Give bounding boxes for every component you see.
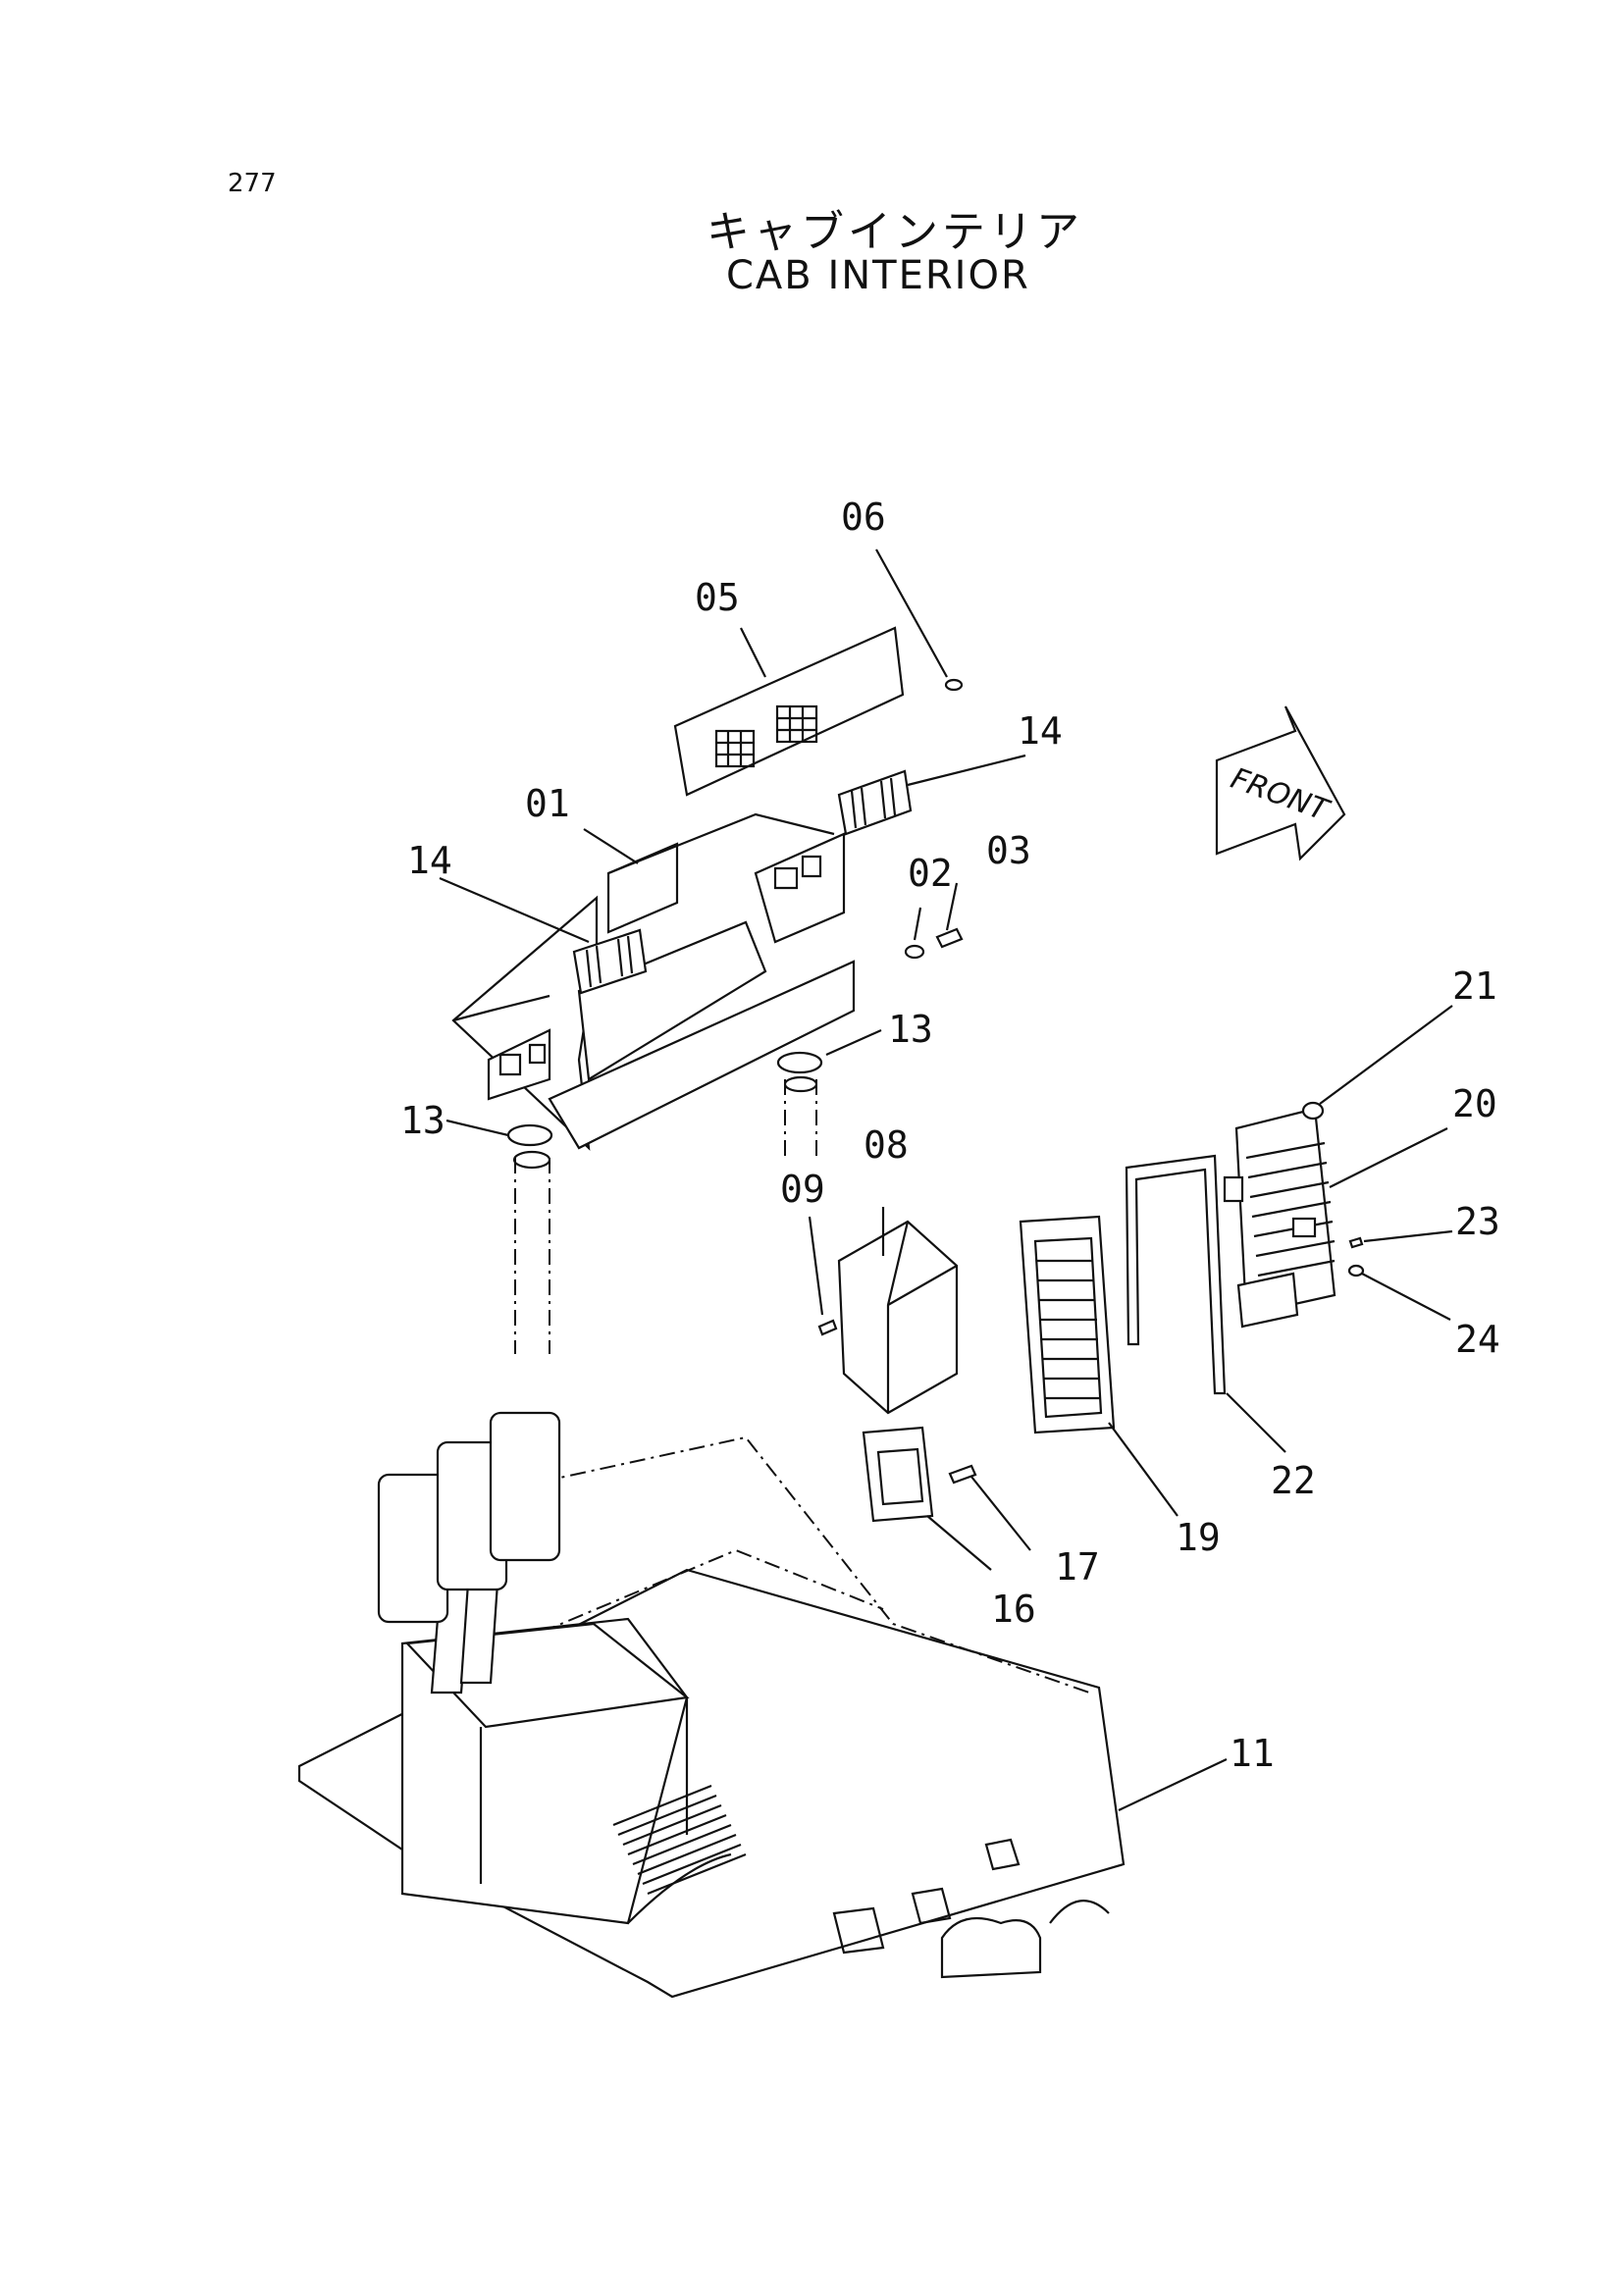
callout-03: 03 xyxy=(986,829,1031,872)
callout-13-left: 13 xyxy=(400,1099,445,1142)
callout-19: 19 xyxy=(1176,1516,1221,1559)
part-05-panel xyxy=(673,626,905,797)
callout-14-left: 14 xyxy=(407,839,452,882)
part-16-frame xyxy=(862,1426,934,1523)
part-19-filter xyxy=(1019,1215,1116,1434)
title-english: CAB INTERIOR xyxy=(726,253,1030,298)
callout-14-right: 14 xyxy=(1018,709,1063,753)
part-06-screw xyxy=(944,678,964,692)
callout-06: 06 xyxy=(841,495,886,539)
part-21-knob xyxy=(1301,1101,1325,1121)
callout-02: 02 xyxy=(908,852,953,895)
callout-24: 24 xyxy=(1455,1318,1500,1361)
part-20-grille xyxy=(1223,1107,1336,1329)
part-02-washer xyxy=(904,944,925,960)
callout-09: 09 xyxy=(780,1168,825,1211)
part-08-cover xyxy=(837,1220,959,1415)
title-japanese: キャブインテリア xyxy=(707,207,1083,257)
part-24-washer xyxy=(1347,1264,1365,1277)
callout-23: 23 xyxy=(1455,1200,1500,1243)
part-22-gasket xyxy=(1125,1154,1227,1395)
part-01-console xyxy=(451,812,856,1151)
callout-01: 01 xyxy=(525,782,570,825)
seat-cushions xyxy=(377,1411,561,1624)
callout-08: 08 xyxy=(864,1123,909,1167)
pillar-lines xyxy=(512,1075,818,1354)
callout-05: 05 xyxy=(695,576,740,619)
part-03-bolt xyxy=(935,927,964,949)
part-17-bolt xyxy=(948,1464,977,1485)
part-14-vent-right xyxy=(837,769,913,836)
part-14-vent-left xyxy=(572,928,648,995)
callout-21: 21 xyxy=(1452,965,1497,1008)
leader-lines xyxy=(439,548,1453,1811)
callout-13-right: 13 xyxy=(888,1008,933,1051)
page-number: 277 xyxy=(228,169,277,198)
callout-20: 20 xyxy=(1452,1082,1497,1125)
part-13-grommet-left xyxy=(506,1123,553,1147)
callout-11: 11 xyxy=(1230,1732,1275,1775)
part-09-screw xyxy=(817,1319,838,1336)
part-23-screw xyxy=(1348,1236,1364,1249)
callout-16: 16 xyxy=(991,1588,1036,1631)
callout-22: 22 xyxy=(1271,1459,1316,1502)
front-arrow-icon: FRONT xyxy=(1215,705,1346,861)
callout-17: 17 xyxy=(1055,1545,1100,1589)
part-13-grommet-right xyxy=(776,1051,823,1074)
